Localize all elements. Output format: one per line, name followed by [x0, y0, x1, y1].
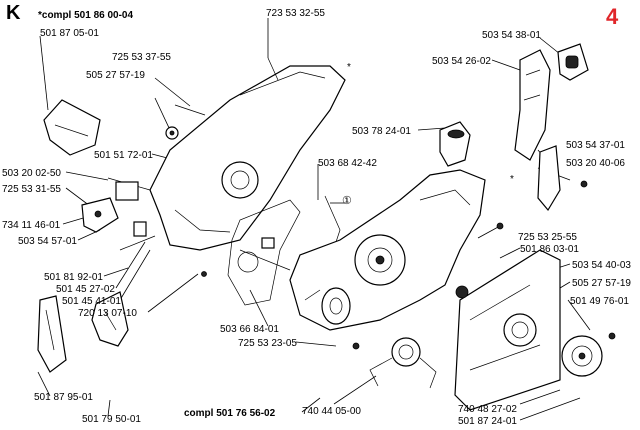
part-callout: 740 48 27-02: [458, 404, 517, 415]
screw-right: [608, 332, 616, 340]
small-cover: [537, 145, 561, 212]
part-callout: 503 54 37-01: [566, 140, 625, 151]
part-callout: 740 44 05-00: [302, 406, 361, 417]
part-callout: 501 49 76-01: [570, 296, 629, 307]
part-callout: 503 54 38-01: [482, 30, 541, 41]
asterisk-mark: *: [510, 174, 514, 185]
part-callout: 734 11 46-01: [2, 220, 61, 231]
pin-small: [201, 271, 207, 277]
snubber-block: [115, 181, 139, 201]
rubber-element: [557, 43, 589, 81]
part-callout: 503 20 40-06: [566, 158, 625, 169]
part-callout: 501 51 72-01: [94, 150, 153, 161]
part-callout: compl 501 76 56-02: [184, 408, 276, 419]
clutch-drum: [561, 335, 603, 377]
part-callout: 501 45 41-01: [62, 296, 121, 307]
part-callout: 501 87 05-01: [40, 28, 99, 39]
part-callout: 503 54 26-02: [432, 56, 491, 67]
center-stud: [239, 237, 291, 271]
reference-mark: ①: [342, 195, 352, 207]
crankcase-half-left: [149, 65, 346, 251]
oil-pump-assembly: [369, 337, 437, 389]
page-number: 4: [606, 4, 619, 29]
part-callout: 501 81 92-01: [44, 272, 103, 283]
clutch-cover-plate: [454, 249, 561, 411]
oil-pump-cap: [439, 121, 471, 167]
guard-plate: [43, 99, 101, 156]
part-callout: 505 27 57-19: [86, 70, 145, 81]
screw-bottom: [352, 342, 360, 350]
part-callout: 725 53 31-55: [2, 184, 61, 195]
section-letter: K: [6, 2, 21, 24]
part-callout: 503 68 42-42: [318, 158, 377, 169]
part-callout: *compl 501 86 00-04: [38, 10, 134, 21]
part-callout: 725 53 23-05: [238, 338, 297, 349]
part-callout: 501 79 50-01: [82, 414, 141, 425]
part-callout: 503 54 40-03: [572, 260, 631, 271]
screw-mid-right: [496, 222, 504, 230]
part-callout: 501 86 03-01: [520, 244, 579, 255]
part-callout: 503 66 84-01: [220, 324, 279, 335]
part-callout: 501 45 27-02: [56, 284, 115, 295]
part-callout: 503 20 02-50: [2, 168, 61, 179]
asterisk-mark: *: [347, 62, 351, 73]
part-callout: 725 53 37-55: [112, 52, 171, 63]
chain-guide: [37, 295, 67, 373]
part-callout: 503 78 24-01: [352, 126, 411, 137]
bolts-left: [107, 57, 279, 251]
crankcase-half-right: [289, 169, 486, 331]
seal-ring-right: [455, 285, 469, 299]
gasket: [227, 199, 301, 306]
part-callout: 505 27 57-19: [572, 278, 631, 289]
chain-catcher: [91, 291, 129, 347]
part-callout: 725 53 25-55: [518, 232, 577, 243]
screw-small: [580, 180, 588, 188]
cover-part: [514, 49, 551, 161]
part-callout: 503 54 57-01: [18, 236, 77, 247]
part-callout: 501 87 95-01: [34, 392, 93, 403]
part-callout: 720 13 07-10: [78, 308, 137, 319]
spacer-block: [133, 221, 147, 237]
part-callout: 501 87 24-01: [458, 416, 517, 427]
part-callout: 723 53 32-55: [266, 8, 325, 19]
buffer-bracket: [81, 197, 119, 233]
